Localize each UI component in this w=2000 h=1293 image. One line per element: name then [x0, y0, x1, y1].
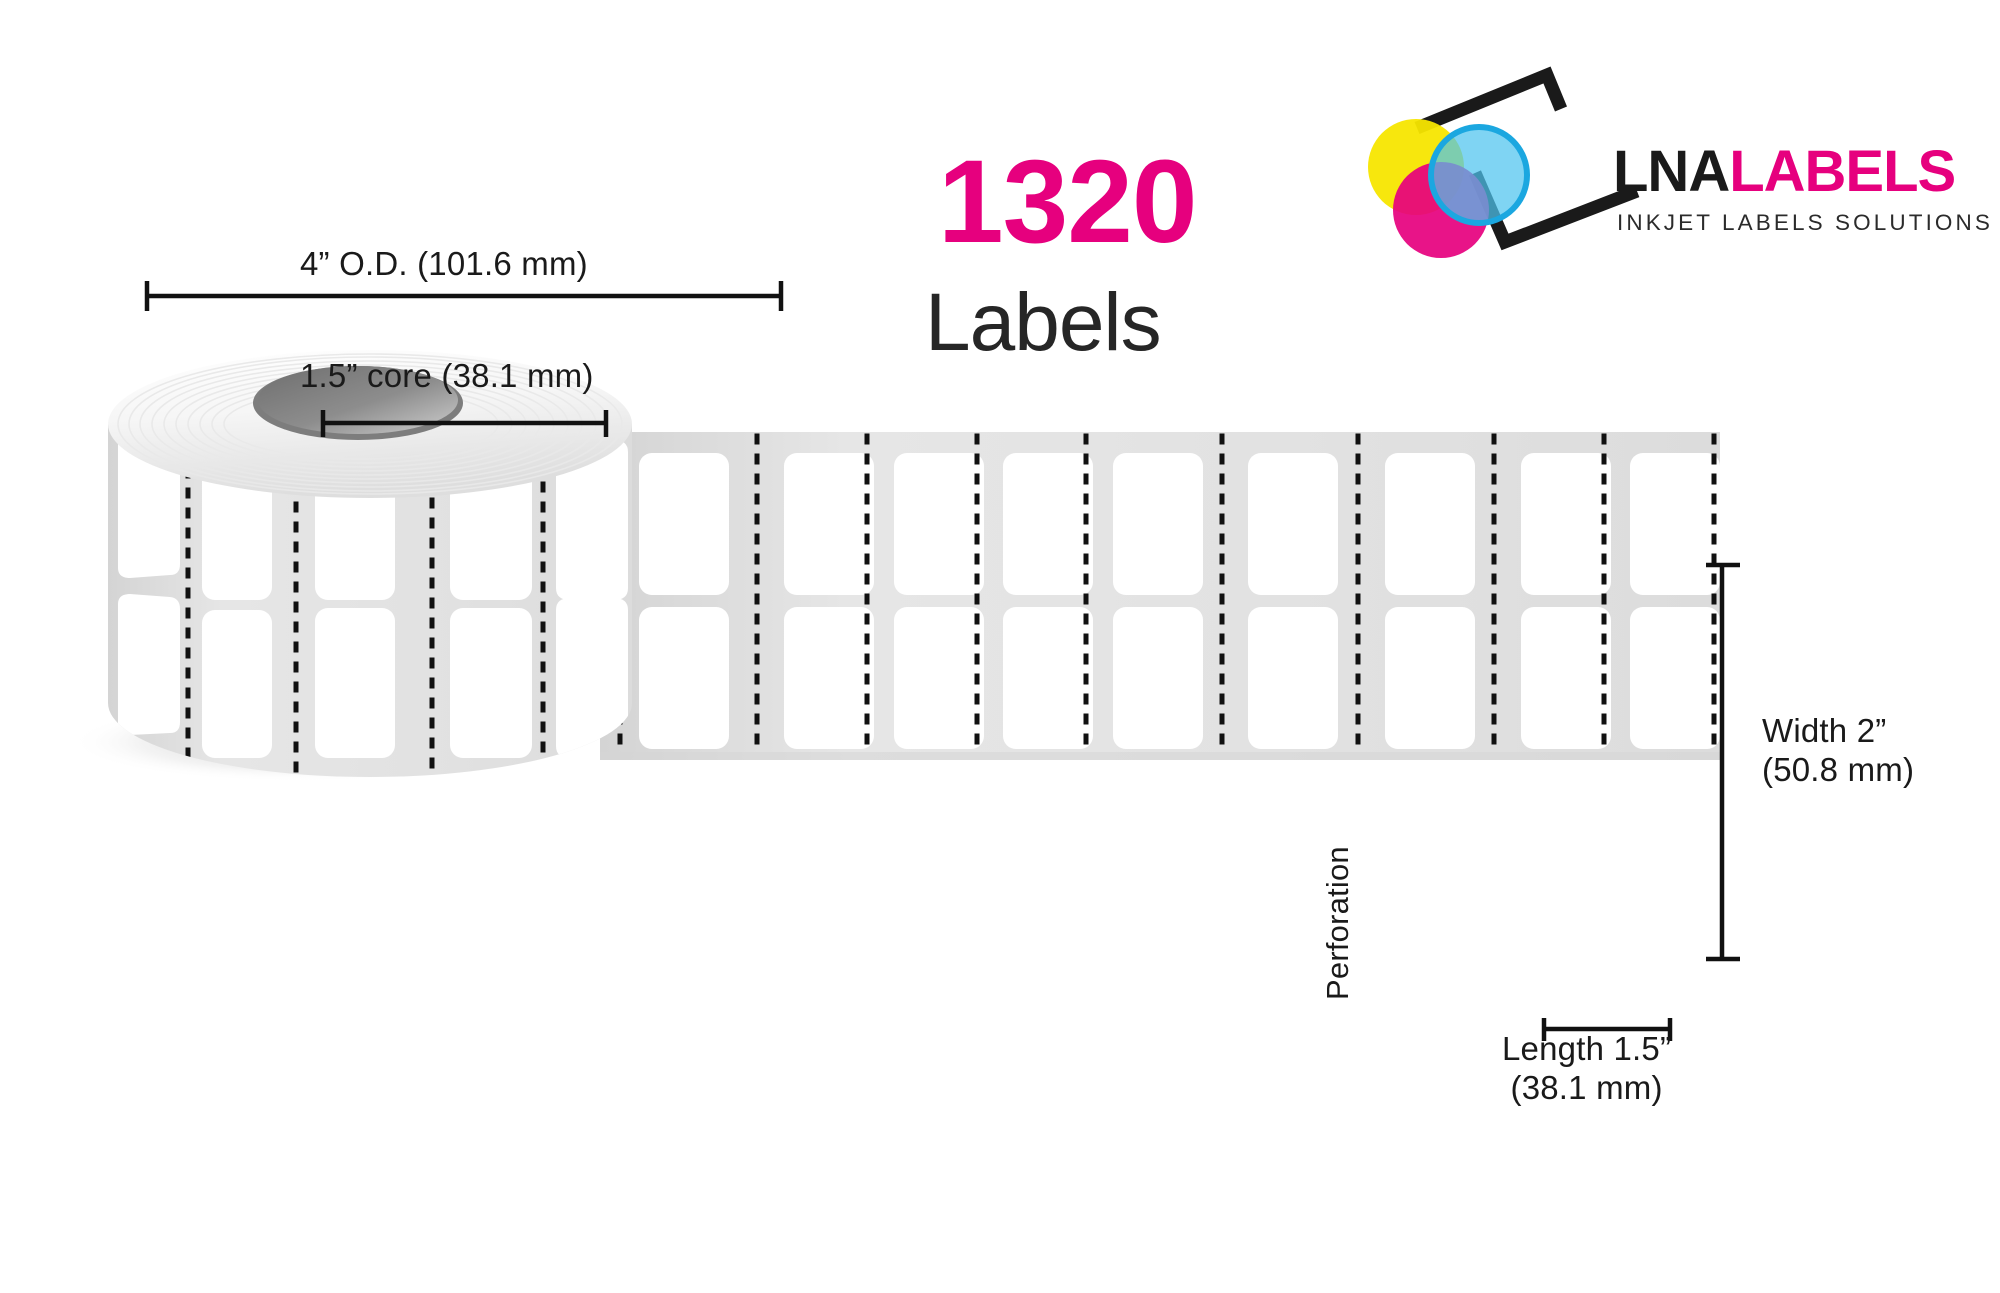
label-count-unit: Labels [925, 277, 1162, 368]
label-length-label: Length 1.5” (38.1 mm) [1502, 1030, 1671, 1108]
label-strip [600, 432, 1720, 760]
logo-tagline: INKJET LABELS SOLUTIONS [1617, 210, 1993, 235]
brand-logo[interactable]: LNALABELS INKJET LABELS SOLUTIONS [1355, 55, 1990, 275]
outer-diameter-label: 4” O.D. (101.6 mm) [300, 245, 588, 282]
core-diameter-label: 1.5” core (38.1 mm) [300, 357, 594, 394]
perforation-label: Perforation [1320, 846, 1355, 1000]
label-width-line2: (50.8 mm) [1762, 750, 1915, 788]
label-count-number: 1320 [938, 136, 1198, 268]
label-width-label: Width 2” (50.8 mm) [1762, 712, 1914, 790]
cyan-ring-icon [1428, 124, 1530, 226]
logo-word-labels: LABELS [1729, 139, 1956, 204]
logo-word-lna: LNA [1613, 139, 1730, 204]
cmyk-circles-icon [1368, 119, 1530, 258]
label-roll [108, 350, 632, 777]
cyan-circle-icon [1431, 127, 1527, 223]
label-length-line1: Length 1.5” [1502, 1030, 1672, 1067]
logo-wordmark: LNALABELS [1613, 143, 1956, 201]
perforation-lines-strip [617, 433, 1717, 759]
label-width-line1: Width 2” [1762, 712, 1887, 749]
strip-labels [639, 453, 1720, 749]
label-length-line2: (38.1 mm) [1510, 1068, 1663, 1106]
core-hole [258, 366, 458, 434]
